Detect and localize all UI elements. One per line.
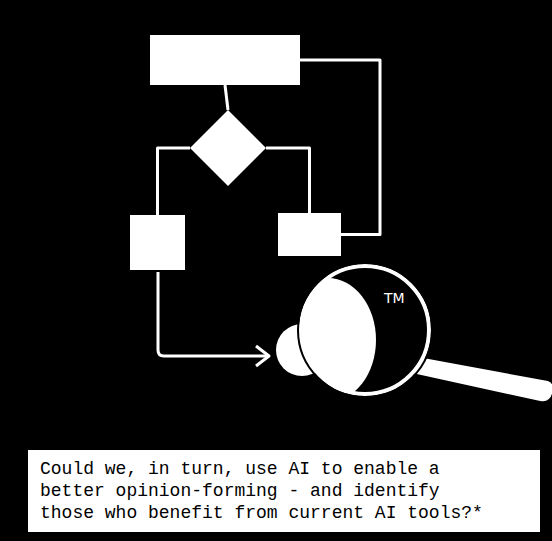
decision-diamond: [190, 110, 266, 186]
flow-arrow-line: [158, 272, 268, 356]
diamond-outline: [190, 110, 266, 186]
caption-text: Could we, in turn, use AI to enable a be…: [40, 458, 490, 524]
arrow-head: [256, 346, 269, 366]
trademark-label: TM: [384, 290, 405, 306]
flow-connector: [266, 148, 310, 213]
magnifier-rim-outline: [298, 263, 432, 397]
process-box: [278, 213, 341, 256]
caption-box: Could we, in turn, use AI to enable a be…: [28, 450, 540, 532]
magnifier-handle: [412, 356, 552, 402]
magnifier-rim: [301, 266, 429, 394]
flow-connector: [300, 60, 380, 235]
flow-connector: [158, 148, 191, 215]
process-box: [150, 35, 300, 85]
diamond-shape: [190, 110, 266, 186]
process-box: [130, 215, 185, 270]
flow-connector: [225, 85, 228, 110]
